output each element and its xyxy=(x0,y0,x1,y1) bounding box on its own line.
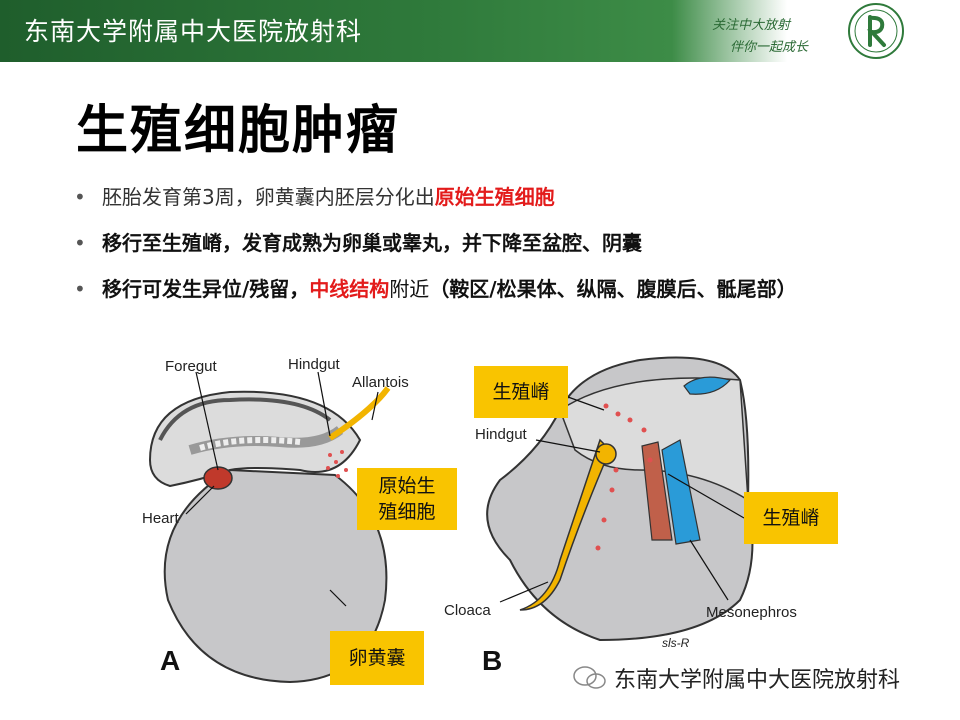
hindgut-lumen xyxy=(595,443,617,465)
pgc-dots xyxy=(326,450,348,478)
bullet-dot-icon: • xyxy=(74,231,86,255)
panel-b-letter: B xyxy=(482,645,503,676)
header-title: 东南大学附属中大医院放射科 xyxy=(24,17,363,46)
bullet-item: • 移行可发生异位/残留，中线结构附近（鞍区/松果体、纵隔、腹膜后、骶尾部） xyxy=(72,276,952,302)
label-mesonephros: Mesonephros xyxy=(706,604,797,621)
callout-ridge-top: 生殖嵴 xyxy=(474,366,568,418)
pgc-migration-dots xyxy=(595,403,653,551)
bullet-dot-icon: • xyxy=(74,185,86,209)
bullet-text-tail: ，并下降至盆腔、阴囊 xyxy=(442,231,642,255)
allantois-shape xyxy=(328,386,391,441)
hindgut-shape xyxy=(519,438,611,611)
bullet-highlight: 原始生殖细胞 xyxy=(434,185,555,209)
slogan-line2: 伴你一起成长 xyxy=(730,40,809,55)
bullet-highlight: 中线结构 xyxy=(309,277,390,301)
bullet-item: • 胚胎发育第3周，卵黄囊内胚层分化出原始生殖细胞 xyxy=(72,184,952,210)
artist-signature: sls-R xyxy=(662,636,690,650)
callout-yolk-sac: 卵黄囊 xyxy=(330,631,424,685)
bullet-text: 胚胎发育第3周，卵黄囊内胚层分化出 xyxy=(102,185,435,209)
header-band xyxy=(0,0,960,62)
callout-pgc-line1: 原始生 xyxy=(378,475,436,497)
notochord-beads xyxy=(199,437,301,451)
bullet-dot-icon: • xyxy=(74,277,86,301)
label-heart: Heart xyxy=(142,510,179,527)
callout-pgc-line2: 殖细胞 xyxy=(378,501,436,523)
bullet-list: • 胚胎发育第3周，卵黄囊内胚层分化出原始生殖细胞 • 移行至生殖嵴，发育成熟为… xyxy=(72,184,952,322)
label-allantois: Allantois xyxy=(352,374,409,391)
neural-tube-icon xyxy=(683,376,732,395)
slogan-line1: 关注中大放射 xyxy=(712,18,791,33)
embryo-body-shape xyxy=(148,390,362,488)
genital-ridge-shape xyxy=(641,441,673,541)
page-title: 生殖细胞肿瘤 xyxy=(76,101,401,161)
callout-ridge-right: 生殖嵴 xyxy=(744,492,838,544)
heart-shape xyxy=(203,466,233,490)
amnion-shape xyxy=(158,397,332,441)
bullet-bold: （鞍区/松果体、纵隔、腹膜后、骶尾部） xyxy=(429,277,797,301)
wechat-icon xyxy=(573,666,606,689)
dorsal-tissue xyxy=(559,377,749,502)
footer-watermark: 东南大学附属中大医院放射科 xyxy=(614,668,901,693)
label-cloaca: Cloaca xyxy=(444,602,491,619)
bullet-item: • 移行至生殖嵴，发育成熟为卵巢或睾丸，并下降至盆腔、阴囊 xyxy=(72,230,952,256)
bullet-text: 移行可发生异位/残留， xyxy=(102,277,310,301)
panel-a-letter: A xyxy=(160,645,181,676)
bullet-bold: 睾丸 xyxy=(402,231,442,255)
label-hindgut-a: Hindgut xyxy=(288,356,340,373)
callout-pgc: 原始生 殖细胞 xyxy=(357,468,457,530)
hospital-logo-icon xyxy=(848,3,904,59)
label-hindgut-b: Hindgut xyxy=(475,426,527,443)
label-foregut: Foregut xyxy=(165,358,217,375)
bullet-text-mid: 附近 xyxy=(389,277,430,301)
mesonephros-shape xyxy=(661,439,701,545)
bullet-text: 移行至生殖嵴，发育成熟为卵巢或 xyxy=(102,231,402,255)
gut-tube xyxy=(188,425,344,455)
